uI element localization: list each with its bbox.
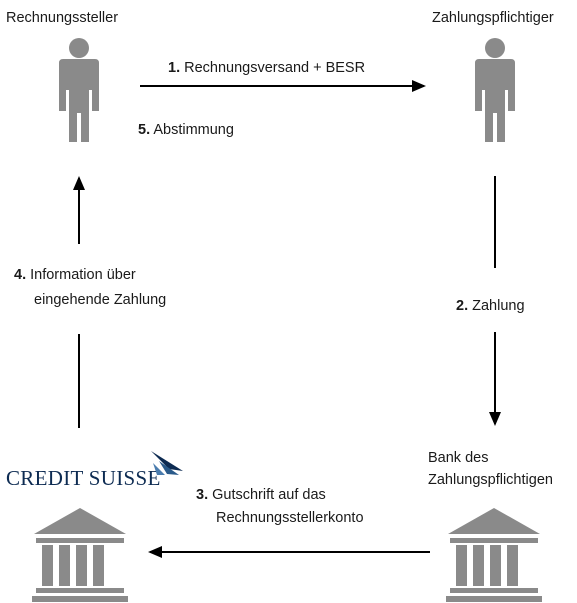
person-icon-invoicer [59,38,99,142]
credit-suisse-wordmark: CREDIT SUISSE [6,466,161,490]
payer-title: Zahlungspflichtiger [432,10,554,26]
sails-icon [151,451,183,475]
bank-icon-credit-suisse [32,508,128,602]
step-4-label-line1: 4. Information über [14,267,136,283]
step-5-label: 5. Abstimmung [138,122,234,138]
payer-bank-title-line1: Bank des [428,450,489,466]
step-1-label: 1. Rechnungsversand + BESR [168,60,366,76]
payer-bank-title-line2: Zahlungspflichtigen [428,472,553,488]
step-3-label-line2: Rechnungsstellerkonto [216,510,364,526]
bank-icon-payer-bank [446,508,542,602]
person-icon-payer [475,38,515,142]
invoicer-title: Rechnungssteller [6,10,119,26]
step-3-label-line1: 3. Gutschrift auf das [196,487,326,503]
credit-suisse-logo: CREDIT SUISSE [6,451,186,495]
step-2-label: 2. Zahlung [456,298,525,314]
step-4-label-line2: eingehende Zahlung [34,292,167,308]
